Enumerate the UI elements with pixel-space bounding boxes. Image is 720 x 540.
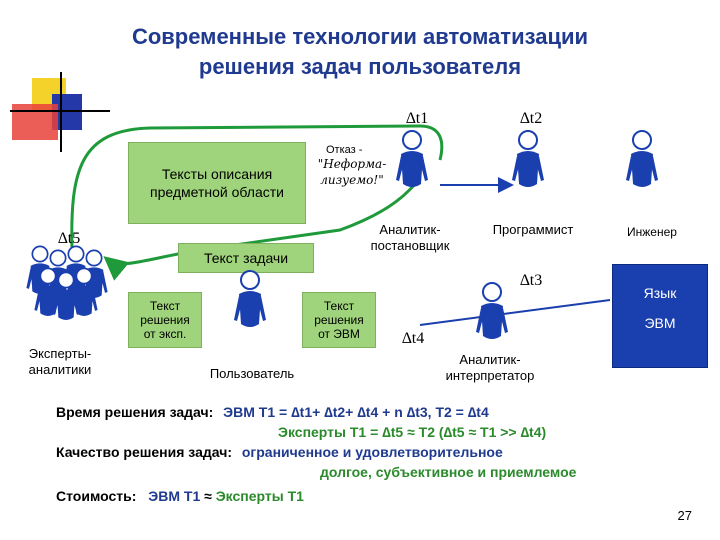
person-expert-6-body	[56, 289, 76, 320]
person-programmer-head	[518, 130, 538, 150]
time-row-1: Время решения задач: ЭВМ Т1 = ∆t1+ ∆t2+ …	[56, 402, 706, 422]
person-interpreter	[476, 282, 508, 339]
logo-horizontal-line	[10, 110, 110, 112]
role-user: Пользователь	[209, 366, 295, 381]
box-computer-solution: Текст решения от ЭВМ	[302, 292, 376, 348]
person-analyst-setter-body	[401, 151, 423, 187]
time-value-1: ЭВМ Т1 = ∆t1+ ∆t2+ ∆t4 + n ∆t3, Т2 = ∆t4	[223, 404, 489, 420]
person-engineer	[626, 130, 658, 187]
arc-green-top	[70, 124, 444, 251]
language-label: Язык	[643, 285, 677, 301]
person-interpreter-head	[482, 282, 502, 302]
person-programmer-body	[517, 151, 539, 187]
dt4-label: ∆t4	[402, 330, 425, 347]
dt3-label: ∆t3	[520, 272, 543, 289]
quality-row-2: долгое, субъективное и приемлемое	[56, 462, 706, 482]
person-expert-7-arm-left	[70, 289, 78, 311]
logo-vertical-line	[60, 72, 62, 152]
person-expert-6-arm-left	[52, 293, 60, 315]
person-expert-5	[34, 267, 62, 316]
time-row-2: Эксперты Т1 = ∆t5 ≈ Т2 (∆t5 ≈ Т1 >> ∆t4)	[56, 422, 706, 442]
person-interpreter-body	[481, 303, 503, 339]
cost-label: Стоимость:	[56, 488, 137, 504]
cost-approx: ≈	[204, 488, 212, 504]
time-value-2: Эксперты Т1 = ∆t5 ≈ Т2 (∆t5 ≈ Т1 >> ∆t4)	[278, 424, 547, 440]
person-expert-1-head	[31, 245, 49, 263]
role-analyst-setter: Аналитик-постановщик	[370, 222, 450, 253]
quality-row-1: Качество решения задач: ограниченное и у…	[56, 442, 706, 462]
box-task-text: Текст задачи	[178, 243, 314, 273]
person-engineer-head	[632, 130, 652, 150]
person-engineer-arm-right	[650, 156, 658, 181]
quality-value-2: долгое, субъективное и приемлемое	[320, 464, 577, 480]
role-experts: Эксперты-аналитики	[28, 346, 92, 377]
quality-value-1: ограниченное и удовлетворительное	[241, 444, 503, 460]
person-expert-5-arm-left	[34, 289, 42, 311]
role-engineer: Инженер	[627, 225, 677, 239]
slide-title-line2: решения задач пользователя	[198, 54, 522, 79]
person-expert-7-arm-right	[90, 289, 98, 311]
computer-label: ЭВМ	[644, 315, 676, 331]
person-expert-7	[70, 267, 98, 316]
person-expert-2-head	[49, 249, 67, 267]
box-domain-texts-label: Тексты описания предметной области	[150, 166, 284, 200]
dt5-label: ∆t5	[58, 230, 81, 247]
cost-value-b: Эксперты Т1	[215, 488, 304, 504]
person-expert-5-head	[39, 267, 57, 285]
slide-title-line1: Современные технологии автоматизации	[131, 24, 589, 49]
person-user-arm-left	[234, 296, 242, 321]
person-expert-3-head	[67, 245, 85, 263]
person-programmer-arm-right	[536, 156, 544, 181]
role-programmer: Программист	[492, 222, 574, 237]
language-computer-box: Язык ЭВМ	[612, 264, 708, 368]
page-number: 27	[677, 508, 692, 523]
person-expert-5-body	[38, 285, 58, 316]
person-expert-7-head	[75, 267, 93, 285]
person-expert-6-head	[57, 271, 75, 289]
person-user-head	[240, 270, 260, 290]
dt1-label: ∆t1	[406, 110, 429, 127]
time-label: Время решения задач:	[56, 404, 214, 420]
cost-row: Стоимость: ЭВМ Т1 ≈ Эксперты Т1	[56, 486, 706, 506]
box-task-text-label: Текст задачи	[203, 250, 289, 266]
box-computer-solution-label: Текст решения от ЭВМ	[314, 299, 364, 341]
summary-block: Время решения задач: ЭВМ Т1 = ∆t1+ ∆t2+ …	[56, 402, 706, 506]
person-analyst-setter-arm-right	[420, 156, 428, 181]
box-expert-solution: Текст решения от эксп.	[128, 292, 202, 348]
person-interpreter-arm-left	[476, 308, 484, 333]
person-interpreter-arm-right	[500, 308, 508, 333]
arc-green-bottom	[103, 177, 422, 281]
cost-value-a: ЭВМ Т1	[148, 488, 201, 504]
person-analyst-setter-head	[402, 130, 422, 150]
person-expert-4-head	[85, 249, 103, 267]
dt2-label: ∆t2	[520, 110, 543, 127]
refusal-quote: "Неформа-лизуемо!"	[317, 157, 387, 187]
person-user-body	[239, 291, 261, 327]
person-engineer-body	[631, 151, 653, 187]
person-expert-1-arm-left	[26, 267, 34, 289]
person-analyst-setter-arm-left	[396, 156, 404, 181]
arrow-interpreter-language	[419, 299, 611, 326]
person-expert-4-arm-right	[100, 271, 108, 293]
role-analyst-interpreter: Аналитик-интерпретатор	[445, 352, 535, 383]
person-user-arm-right	[258, 296, 266, 321]
person-user	[234, 270, 266, 327]
person-expert-7-body	[74, 285, 94, 316]
box-domain-texts: Тексты описания предметной области	[128, 142, 306, 224]
person-engineer-arm-left	[626, 156, 634, 181]
person-programmer-arm-left	[512, 156, 520, 181]
quality-label: Качество решения задач:	[56, 444, 232, 460]
box-expert-solution-label: Текст решения от эксп.	[140, 299, 190, 341]
person-analyst-setter	[396, 130, 428, 187]
person-programmer	[512, 130, 544, 187]
refusal-label: Отказ -	[326, 144, 363, 156]
